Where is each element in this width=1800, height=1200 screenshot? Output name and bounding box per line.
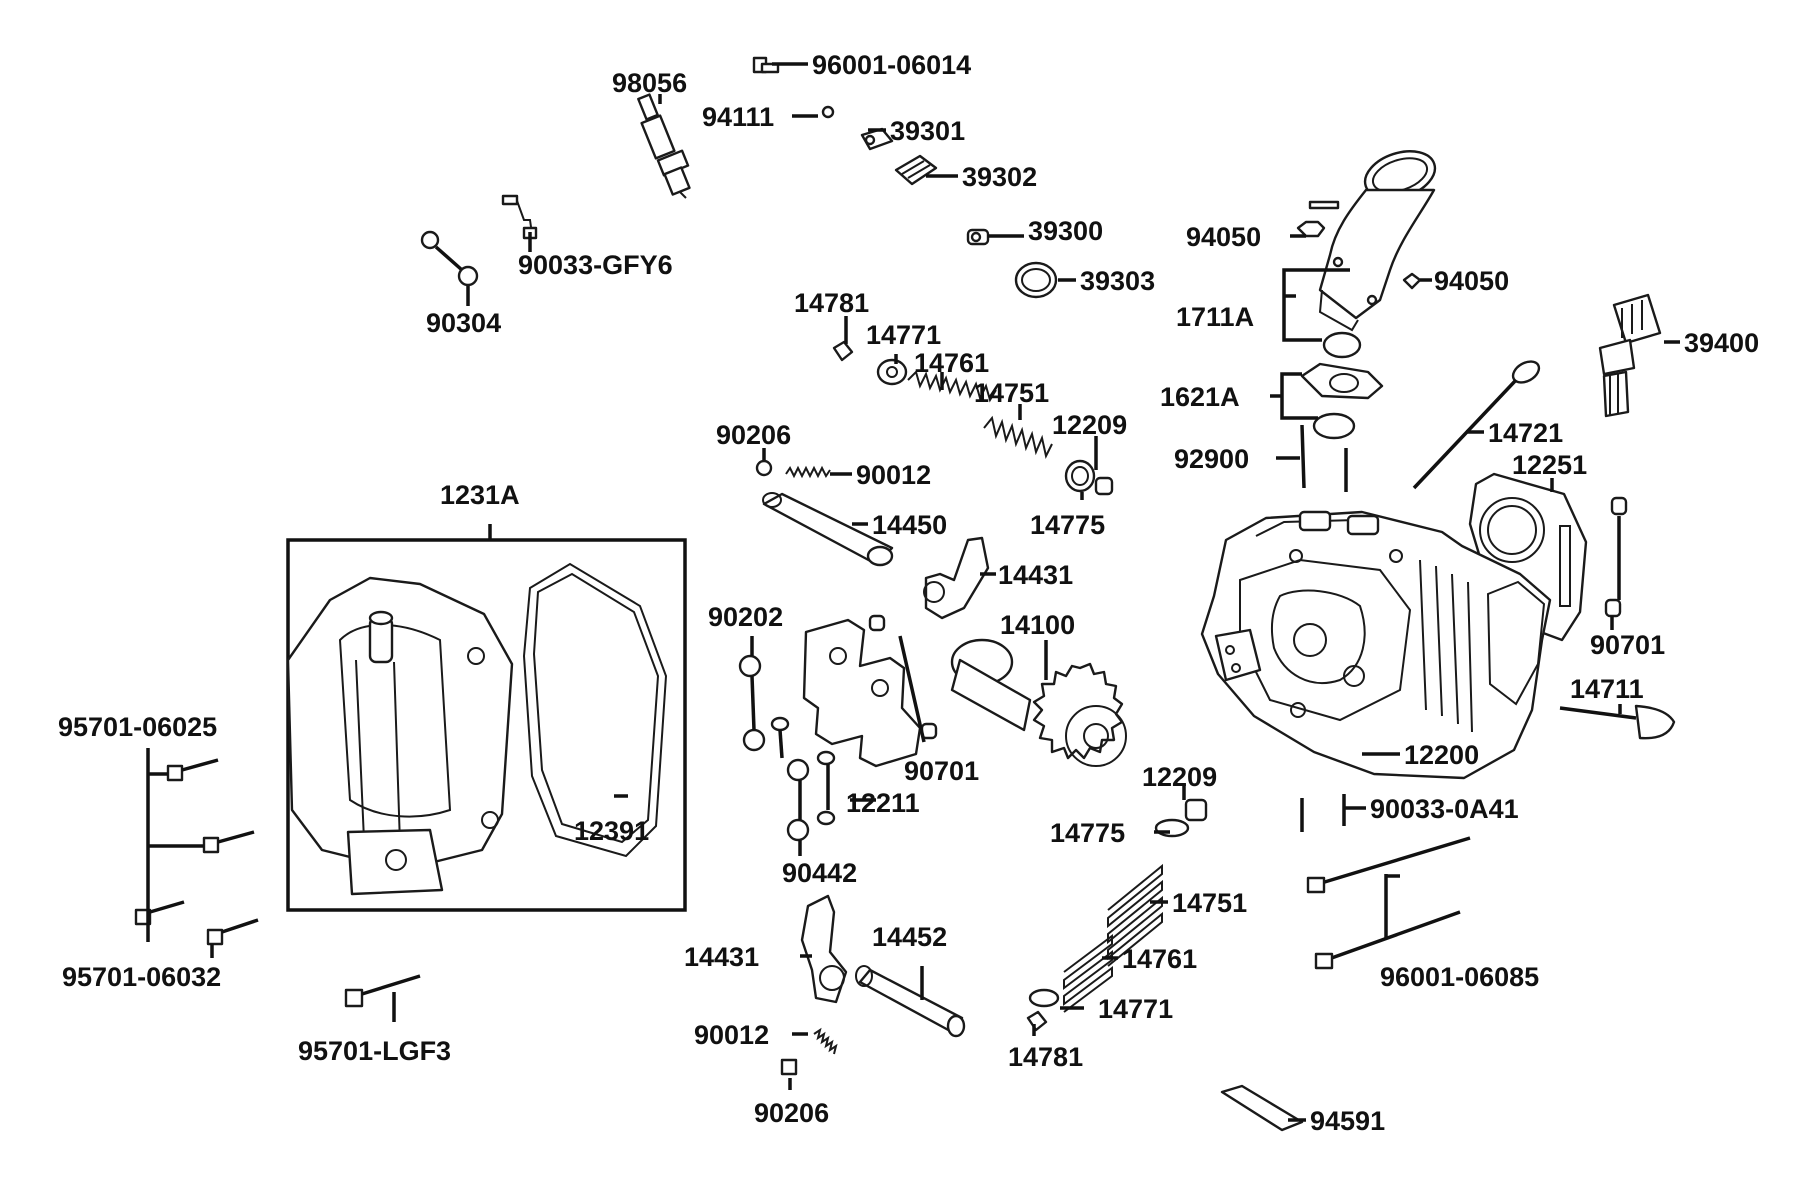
cotter-part <box>832 340 854 362</box>
label-90701-right: 90701 <box>1590 630 1665 660</box>
rocker-shaft-part <box>855 965 966 1038</box>
dowel-pin-part <box>1604 496 1628 618</box>
valve-part <box>1412 360 1541 490</box>
label-95701-06032: 95701-06032 <box>62 962 221 992</box>
label-94591: 94591 <box>1310 1106 1385 1136</box>
label-14100: 14100 <box>1000 610 1075 640</box>
label-90206-top: 90206 <box>716 420 791 450</box>
nut-part <box>1296 200 1340 238</box>
rocker-arm-part <box>923 536 990 620</box>
label-1231a: 1231A <box>440 480 520 510</box>
cover-gasket-part <box>522 562 668 858</box>
label-94050-top: 94050 <box>1186 222 1261 252</box>
stud-part <box>501 194 538 240</box>
nut-part <box>738 654 836 842</box>
label-90012-bottom: 90012 <box>694 1020 769 1050</box>
label-39400: 39400 <box>1684 328 1759 358</box>
nut-part <box>1402 272 1422 290</box>
label-96001-06085: 96001-06085 <box>1380 962 1539 992</box>
valve-spring-part <box>1026 798 1208 1032</box>
label-95701-06025: 95701-06025 <box>58 712 217 742</box>
rocker-holder-part <box>802 614 938 768</box>
label-90033-gfy6: 90033-GFY6 <box>518 250 673 280</box>
label-1711a: 1711A <box>1176 302 1254 332</box>
bolt-part <box>344 974 421 1008</box>
label-12209-top: 12209 <box>1052 410 1127 440</box>
label-14711: 14711 <box>1570 674 1644 704</box>
label-14761-bottom: 14761 <box>1122 944 1197 974</box>
intake-manifold-part <box>1318 150 1437 332</box>
label-12209-bottom: 12209 <box>1142 762 1217 792</box>
stud-part <box>1300 794 1346 832</box>
label-14775-top: 14775 <box>1030 510 1105 540</box>
rocker-shaft-part <box>762 492 894 567</box>
label-12391: 12391 <box>574 816 649 846</box>
rocker-arm-part <box>800 894 848 1004</box>
label-90206-bottom: 90206 <box>754 1098 829 1128</box>
label-1621a: 1621A <box>1160 382 1240 412</box>
insulator-part <box>1300 362 1384 440</box>
label-90202: 90202 <box>708 602 783 632</box>
label-14751-top: 14751 <box>974 378 1049 408</box>
label-39303: 39303 <box>1080 266 1155 296</box>
adjuster-part <box>755 459 831 479</box>
label-39301: 39301 <box>890 116 965 146</box>
label-14761-top: 14761 <box>914 348 989 378</box>
label-96001-06014: 96001-06014 <box>812 50 971 80</box>
label-14431-bottom: 14431 <box>684 942 759 972</box>
camshaft-part <box>950 638 1127 767</box>
label-14781-top: 14781 <box>794 288 869 318</box>
cylinder-head-part <box>1200 510 1552 780</box>
head-cover-part <box>286 576 514 896</box>
label-90304: 90304 <box>426 308 501 338</box>
reed-part <box>894 154 938 186</box>
leader-lines <box>146 62 1680 1122</box>
clip-part <box>860 127 894 151</box>
valve-spring-part <box>876 358 1114 496</box>
label-14771-top: 14771 <box>866 320 941 350</box>
bolt-part <box>134 758 259 946</box>
label-14721: 14721 <box>1488 418 1563 448</box>
bolt-part <box>752 56 780 74</box>
label-14775-bottom: 14775 <box>1050 818 1125 848</box>
label-14751-bottom: 14751 <box>1172 888 1247 918</box>
valve-part <box>966 228 990 246</box>
label-39300: 39300 <box>1028 216 1103 246</box>
label-95701-lgf3: 95701-LGF3 <box>298 1036 451 1066</box>
stud-part <box>1300 424 1348 492</box>
label-12211: 12211 <box>846 788 920 818</box>
nut-part <box>821 105 835 119</box>
label-39302: 39302 <box>962 162 1037 192</box>
link-part <box>420 230 479 287</box>
valve-part <box>1559 704 1676 740</box>
label-98056: 98056 <box>612 68 687 98</box>
spark-plug-part <box>637 93 691 199</box>
label-90033-0a41: 90033-0A41 <box>1370 794 1519 824</box>
label-94050-right: 94050 <box>1434 266 1509 296</box>
label-92900: 92900 <box>1174 444 1249 474</box>
adjuster-part <box>780 1027 838 1076</box>
label-14452: 14452 <box>872 922 947 952</box>
label-90701-mid: 90701 <box>904 756 979 786</box>
label-12251: 12251 <box>1512 450 1587 480</box>
label-90442: 90442 <box>782 858 857 888</box>
label-14431-top: 14431 <box>998 560 1073 590</box>
label-12200: 12200 <box>1404 740 1479 770</box>
long-bolt-part <box>1306 836 1471 970</box>
label-94111: 94111 <box>702 102 774 132</box>
oring-part <box>1322 331 1362 359</box>
label-14781-bottom: 14781 <box>1008 1042 1083 1072</box>
label-14450: 14450 <box>872 510 947 540</box>
label-90012-top: 90012 <box>856 460 931 490</box>
label-14771-bottom: 14771 <box>1098 994 1173 1024</box>
cover-assembly-box <box>286 538 687 912</box>
sensor-part <box>1598 293 1662 418</box>
strip-part <box>1220 1084 1304 1132</box>
